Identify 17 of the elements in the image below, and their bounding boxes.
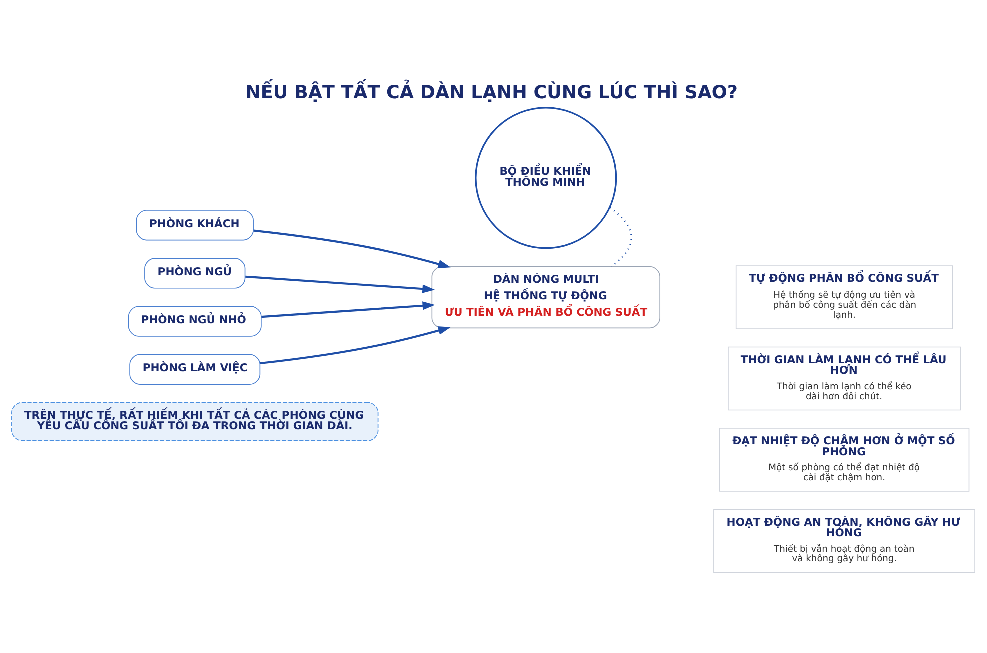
arrow <box>246 275 436 293</box>
node-box: THỜI GIAN LÀM LẠNH CÓ THỂ LÂU HƠN Thời gian làm lạnh có thể kéo dài hơn đôi chút. <box>728 346 961 410</box>
arrow <box>260 326 451 364</box>
node-box: DÀN NÓNG MULTI HỆ THỐNG TỰ ĐỘNG ƯU TIÊN VÀ PHÂN BỔ CÔNG SUẤT <box>432 266 660 328</box>
diagram-title: NẾU BẬT TẤT CẢ DÀN LẠNH CÙNG LÚC THÌ SAO? <box>246 82 738 103</box>
node-box: TRÊN THỰC TẾ, RẤT HIẾM KHI TẤT CẢ CÁC PHÒNG CÙNG YÊU CẦU CÔNG SUẤT TỐI ĐA TRONG THỜI GIAN DÀI. <box>12 402 379 441</box>
connector <box>610 206 632 267</box>
node-box: PHÒNG KHÁCH <box>136 210 254 240</box>
node-box: ĐẠT NHIỆT ĐỘ CHẬM HƠN Ở MỘT SỐ PHÒNG Một số phòng có thể đạt nhiệt độ cài đặt chậm hơn. <box>719 428 970 492</box>
node-box: PHÒNG NGỦ NHỎ <box>128 306 262 336</box>
node-box: HOẠT ĐỘNG AN TOÀN, KHÔNG GÂY HƯ HỎNG Thiết bị vẫn hoạt động an toàn và không gây hư hỏng. <box>714 508 976 573</box>
node-circle: BỘ ĐIỀU KHIỂN THÔNG MINH <box>475 106 618 249</box>
node-box: PHÒNG LÀM VIỆC <box>130 354 261 384</box>
arrow <box>262 301 436 318</box>
node-box: TỰ ĐỘNG PHÂN BỔ CÔNG SUẤT Hệ thống sẽ tự động ưu tiên và phân bổ công suất đến các dàn lạnh. <box>736 265 954 329</box>
node-box: PHÒNG NGỦ <box>144 258 246 288</box>
arrow <box>254 229 451 268</box>
